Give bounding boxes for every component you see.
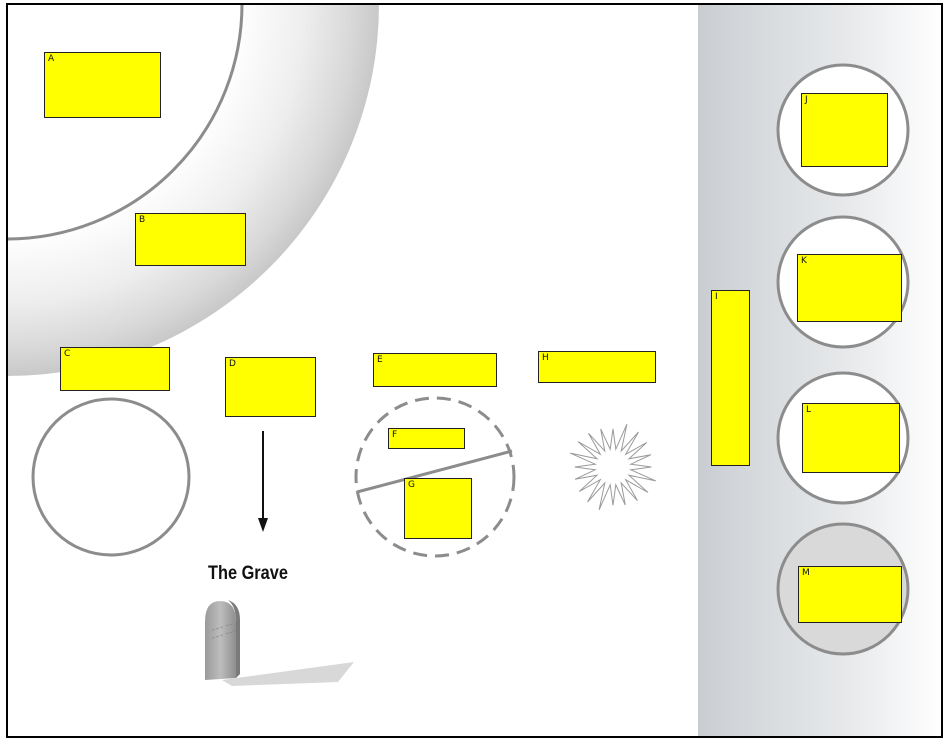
label-f: F: [392, 430, 397, 440]
label-box-g: G: [404, 478, 472, 539]
label-a: A: [48, 54, 54, 64]
label-g: G: [408, 480, 415, 490]
label-box-m: M: [798, 566, 902, 623]
label-c: C: [64, 349, 70, 359]
starburst-icon: [570, 424, 656, 510]
label-k: K: [801, 256, 807, 266]
label-box-c: C: [60, 347, 170, 391]
circle-c: [33, 399, 189, 555]
label-box-b: B: [135, 213, 246, 266]
label-i: I: [715, 292, 718, 302]
label-d: D: [229, 359, 236, 369]
label-l: L: [806, 405, 811, 415]
label-box-j: J: [801, 93, 888, 167]
grave-title: The Grave: [208, 563, 303, 585]
label-j: J: [805, 95, 808, 105]
label-box-k: K: [797, 254, 902, 322]
label-box-l: L: [802, 403, 900, 473]
label-box-i: I: [711, 290, 750, 466]
label-box-a: A: [44, 52, 161, 118]
label-box-e: E: [373, 353, 497, 387]
label-box-d: D: [225, 357, 316, 417]
label-m: M: [802, 568, 810, 578]
label-b: B: [139, 215, 145, 225]
label-box-h: H: [538, 351, 656, 383]
label-box-f: F: [388, 428, 465, 449]
gravestone-icon: ~~~ ~~ ~~~ ~~~: [205, 600, 354, 686]
arrow-head: [258, 518, 268, 532]
label-e: E: [377, 355, 383, 365]
label-h: H: [542, 353, 549, 363]
